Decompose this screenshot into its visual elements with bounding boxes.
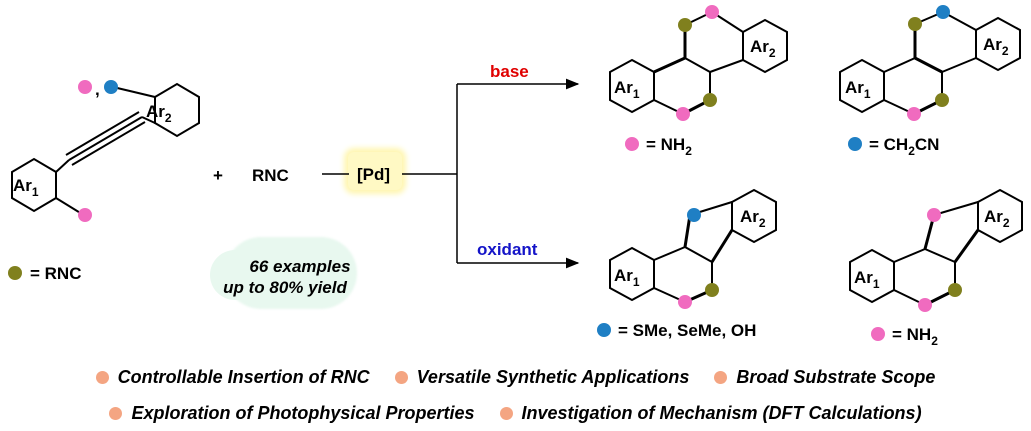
starting-material — [11, 82, 200, 215]
olive-dot — [8, 266, 22, 280]
olive-dot — [678, 18, 692, 32]
features-row-1: Controllable Insertion of RNC Versatile … — [0, 367, 1031, 388]
olive-dot — [908, 17, 922, 31]
pink-dot — [918, 298, 932, 312]
ar2-label: Ar2 — [984, 207, 1010, 230]
scope-examples: 66 examples — [249, 257, 350, 276]
olive-legend: = RNC — [30, 264, 81, 283]
product-3-legend: = SMe, SeMe, OH — [618, 321, 756, 340]
pink-dot — [907, 107, 921, 121]
product-2-legend: = CH2CN — [869, 135, 939, 158]
feature-item: Exploration of Photophysical Properties — [109, 403, 475, 424]
ar1-label: Ar1 — [854, 268, 880, 291]
blue-dot — [687, 208, 701, 222]
pink-dot — [78, 80, 92, 94]
pink-dot — [705, 5, 719, 19]
bullet-dot — [95, 371, 109, 384]
comma: , — [95, 80, 100, 99]
product-1-legend: = NH2 — [646, 135, 692, 158]
pink-dot — [676, 107, 690, 121]
scope-yield: up to 80% yield — [223, 278, 347, 297]
olive-dot — [703, 93, 717, 107]
blue-dot — [104, 80, 118, 94]
catalyst-highlight — [348, 152, 402, 190]
ar2-label: Ar2 — [740, 207, 766, 230]
bullet-dot — [714, 371, 728, 384]
olive-dot — [705, 283, 719, 297]
feature-item: Investigation of Mechanism (DFT Calculat… — [499, 403, 922, 424]
feature-item: Versatile Synthetic Applications — [394, 367, 689, 388]
ar1-label: Ar1 — [13, 176, 39, 199]
pink-dot — [78, 208, 92, 222]
pink-dot — [625, 137, 639, 151]
blue-dot — [936, 5, 950, 19]
pink-dot — [678, 295, 692, 309]
rnc-reagent: RNC — [252, 166, 289, 185]
oxidant-condition: oxidant — [477, 240, 538, 259]
ar2-label: Ar2 — [146, 102, 172, 125]
ar2-label: Ar2 — [983, 35, 1009, 58]
ar1-label: Ar1 — [845, 78, 871, 101]
pink-dot — [927, 208, 941, 222]
ar2-label: Ar2 — [750, 37, 776, 60]
feature-item: Controllable Insertion of RNC — [95, 367, 370, 388]
bullet-dot — [394, 371, 408, 384]
olive-dot — [935, 93, 949, 107]
scope-cloud-puff — [210, 250, 270, 300]
feature-item: Broad Substrate Scope — [714, 367, 935, 388]
blue-dot — [848, 137, 862, 151]
blue-dot — [597, 323, 611, 337]
ar1-label: Ar1 — [614, 266, 640, 289]
plus-sign: + — [213, 166, 223, 185]
ar1-label: Ar1 — [614, 78, 640, 101]
base-condition: base — [490, 62, 529, 81]
bullet-dot — [109, 407, 123, 420]
pink-dot — [871, 327, 885, 341]
olive-dot — [948, 283, 962, 297]
features-row-2: Exploration of Photophysical Properties … — [0, 403, 1031, 424]
product-4-legend: = NH2 — [892, 325, 938, 348]
catalyst-label: [Pd] — [357, 165, 390, 184]
bullet-dot — [499, 407, 513, 420]
